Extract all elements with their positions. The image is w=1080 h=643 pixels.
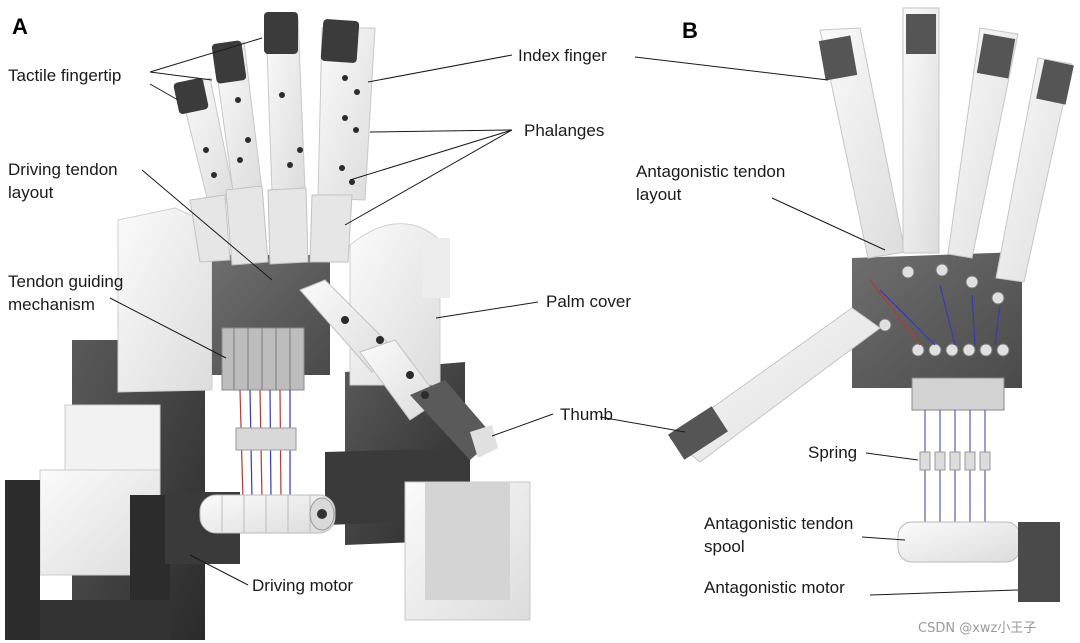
antagonistic-spool: [897, 521, 1021, 563]
fingers-b: [818, 7, 1074, 283]
label-driving-tendon-2: layout: [8, 183, 54, 202]
panel-label-a: A: [12, 14, 28, 39]
label-spool-2: spool: [704, 537, 745, 556]
white-block-top: [64, 404, 161, 471]
frame-left-front: [5, 480, 40, 640]
label-antagonistic-layout-1: Antagonistic tendon: [636, 162, 786, 181]
label-phalanges: Phalanges: [524, 121, 605, 140]
white-bracket-inner: [425, 482, 510, 600]
phalanx-holes: [203, 75, 360, 185]
label-spring: Spring: [808, 443, 858, 462]
thumb-a: [299, 279, 498, 460]
label-tactile-fingertip: Tactile fingertip: [8, 66, 122, 85]
label-driving-motor: Driving motor: [252, 576, 354, 595]
label-driving-tendon-1: Driving tendon: [8, 160, 118, 179]
label-thumb: Thumb: [560, 405, 613, 424]
guide-block-b: [911, 377, 1005, 411]
springs-b: [919, 451, 991, 471]
antagonistic-motor-body: [1018, 522, 1060, 602]
label-palm-cover: Palm cover: [546, 292, 632, 311]
label-antagonistic-layout-2: layout: [636, 185, 682, 204]
label-antagonistic-motor: Antagonistic motor: [704, 578, 845, 597]
label-index-finger: Index finger: [518, 46, 607, 65]
leader-lines-a: [109, 37, 554, 586]
watermark: CSDN @xwz小王子: [918, 621, 1037, 636]
panel-a-render: [5, 12, 531, 640]
palm-b: [852, 252, 1022, 388]
leader-lines-b: [599, 56, 1019, 596]
label-spool-1: Antagonistic tendon: [704, 514, 854, 533]
label-tendon-guiding-1: Tendon guiding: [8, 272, 124, 291]
palm-cover-tab: [422, 238, 450, 298]
panel-b-render: [668, 7, 1074, 602]
frame-bottom: [40, 600, 170, 640]
spring-block-a: [235, 427, 297, 451]
fingers-a: [173, 12, 376, 266]
panel-label-b: B: [682, 18, 698, 43]
label-tendon-guiding-2: mechanism: [8, 295, 95, 314]
driving-spool: [199, 494, 336, 534]
